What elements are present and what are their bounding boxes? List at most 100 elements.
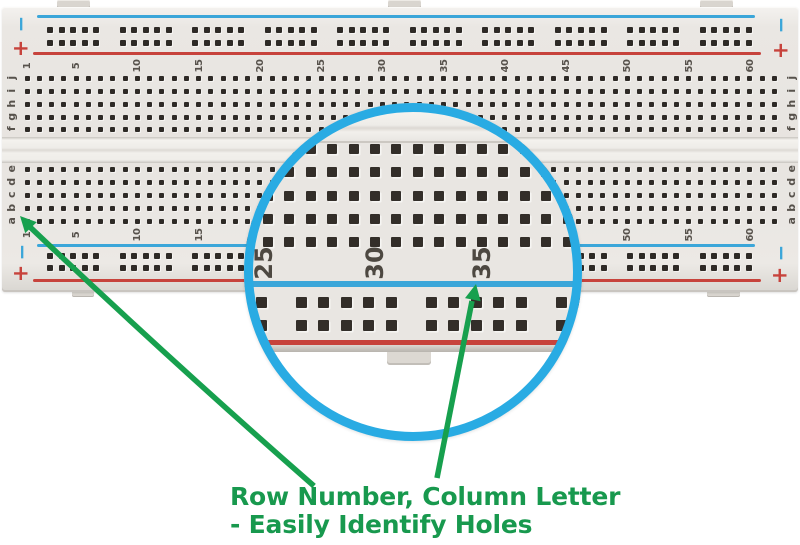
mounting-tab-bottom-right xyxy=(707,287,740,297)
breadboard-hole xyxy=(612,88,618,94)
breadboard-hole xyxy=(110,114,116,120)
breadboard-hole xyxy=(85,75,91,81)
breadboard-hole xyxy=(232,205,238,211)
breadboard-hole xyxy=(759,88,765,94)
breadboard-hole xyxy=(759,126,765,132)
breadboard-hole xyxy=(134,192,140,198)
power-rail-hole xyxy=(600,265,607,271)
breadboard-hole xyxy=(159,101,165,107)
breadboard-hole xyxy=(600,126,606,132)
breadboard-hole xyxy=(490,75,495,81)
breadboard-hole xyxy=(735,114,740,120)
breadboard-hole xyxy=(159,88,165,94)
breadboard-hole xyxy=(624,75,630,81)
breadboard-hole xyxy=(269,75,275,81)
breadboard-hole xyxy=(208,101,214,107)
breadboard-hole xyxy=(502,75,508,81)
breadboard-hole xyxy=(134,88,140,94)
breadboard-hole xyxy=(710,205,716,211)
breadboard-hole xyxy=(600,101,606,107)
power-rail-hole xyxy=(638,253,645,259)
power-rail-hole xyxy=(383,27,390,33)
breadboard-hole xyxy=(257,179,263,185)
breadboard-hole xyxy=(134,218,140,224)
power-rail-hole xyxy=(650,40,657,46)
breadboard-hole xyxy=(36,114,42,120)
power-rail-hole xyxy=(627,265,633,271)
breadboard-hole xyxy=(85,218,91,224)
breadboard-hole xyxy=(49,166,54,172)
breadboard-hole xyxy=(208,126,214,132)
breadboard-hole xyxy=(453,88,459,94)
breadboard-hole xyxy=(196,166,201,172)
breadboard-hole xyxy=(588,75,593,81)
breadboard-hole xyxy=(710,75,716,81)
breadboard-hole xyxy=(85,166,91,172)
breadboard-hole xyxy=(208,179,214,185)
breadboard-hole xyxy=(49,179,54,185)
power-rail-hole xyxy=(711,253,718,259)
power-rail-hole xyxy=(287,40,294,46)
breadboard-hole xyxy=(232,114,238,120)
power-rail-hole xyxy=(58,27,65,33)
breadboard-hole xyxy=(563,75,569,81)
breadboard-hole xyxy=(661,101,667,107)
power-rail-hole xyxy=(673,27,680,33)
row-letter-label: d xyxy=(784,178,798,186)
breadboard-hole xyxy=(600,192,606,198)
breadboard-hole xyxy=(220,192,226,198)
power-rail-hole xyxy=(734,40,741,46)
breadboard-hole xyxy=(649,179,655,185)
power-rail-hole xyxy=(192,40,198,46)
power-rail-hole xyxy=(745,40,752,46)
breadboard-hole xyxy=(624,192,630,198)
breadboard-hole xyxy=(159,114,165,120)
breadboard-hole xyxy=(722,192,728,198)
power-rail-hole xyxy=(600,253,607,259)
magnified-hole xyxy=(263,144,273,154)
breadboard-hole xyxy=(453,101,459,107)
power-rail-hole xyxy=(119,40,126,46)
breadboard-hole xyxy=(379,75,385,81)
breadboard-hole xyxy=(196,179,201,185)
power-rail-hole xyxy=(577,27,584,33)
breadboard-hole xyxy=(220,205,226,211)
breadboard-hole xyxy=(147,205,152,211)
breadboard-hole xyxy=(245,88,250,94)
magnified-hole xyxy=(562,144,573,154)
power-rail-hole xyxy=(650,265,657,271)
row-letter-label: j xyxy=(784,76,798,80)
power-rail-hole xyxy=(310,27,317,33)
breadboard-hole xyxy=(73,101,79,107)
breadboard-hole xyxy=(710,218,716,224)
breadboard-hole xyxy=(747,218,753,224)
breadboard-hole xyxy=(220,101,226,107)
power-rail-hole xyxy=(444,40,451,46)
breadboard-hole xyxy=(502,101,508,107)
breadboard-hole xyxy=(159,75,165,81)
breadboard-hole xyxy=(661,114,667,120)
breadboard-hole xyxy=(98,114,103,120)
breadboard-hole xyxy=(612,192,618,198)
mounting-tab-top-right xyxy=(700,0,733,8)
breadboard-hole xyxy=(588,218,593,224)
power-rail-hole xyxy=(142,27,149,33)
power-rail-hole xyxy=(589,265,596,271)
breadboard-hole xyxy=(588,192,593,198)
breadboard-hole xyxy=(637,101,642,107)
breadboard-hole xyxy=(698,205,704,211)
breadboard-hole xyxy=(637,192,642,198)
breadboard-hole xyxy=(318,101,324,107)
breadboard-hole xyxy=(232,126,238,132)
breadboard-hole xyxy=(61,101,67,107)
breadboard-hole xyxy=(612,166,618,172)
breadboard-hole xyxy=(539,75,544,81)
breadboard-hole xyxy=(220,88,226,94)
breadboard-hole xyxy=(551,101,557,107)
power-rail-hole xyxy=(444,27,451,33)
breadboard-hole xyxy=(710,179,716,185)
breadboard-hole xyxy=(159,179,165,185)
power-rail-hole xyxy=(81,27,88,33)
breadboard-hole xyxy=(232,179,238,185)
